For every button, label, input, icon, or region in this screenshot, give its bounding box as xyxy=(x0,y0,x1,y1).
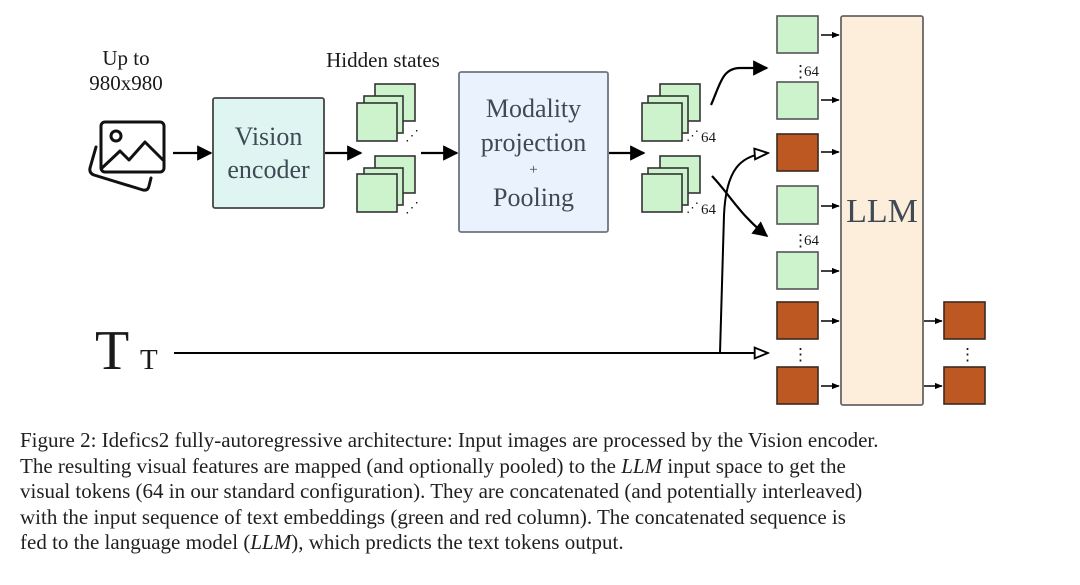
caption-line-4: with the input sequence of text embeddin… xyxy=(20,504,846,529)
token-text-vdots: ⋮ xyxy=(792,345,809,364)
arrow-text-branch-to-token xyxy=(719,153,768,354)
llm-to-output-arrows xyxy=(924,317,943,390)
modality-projection-box: Modality projection + Pooling xyxy=(458,71,609,233)
vision-encoder-box: Vision encoder xyxy=(212,97,325,209)
input-size-label-line1: Up to xyxy=(102,46,149,70)
arrow-pooled-1-to-tokens xyxy=(709,60,769,106)
visual-token xyxy=(776,81,819,120)
text-token xyxy=(776,133,819,172)
llm-box: LLM xyxy=(840,15,924,406)
visual-token xyxy=(776,185,819,225)
output-column xyxy=(943,301,986,405)
token-group-1-count: 64 xyxy=(804,64,820,80)
modality-label-line4: Pooling xyxy=(493,183,574,212)
figure-caption: Figure 2: Idefics2 fully-autoregressive … xyxy=(20,428,1070,556)
token-group-1-vdots: ⋮ xyxy=(792,62,809,81)
caption-line-5-b: ), which predicts the text tokens output… xyxy=(291,530,624,555)
caption-math-llm-2: LLM xyxy=(250,530,292,555)
caption-line-1: Figure 2: Idefics2 fully-autoregressive … xyxy=(20,428,879,452)
token-column xyxy=(776,15,819,405)
token-group-2-count: 64 xyxy=(804,233,820,249)
pooled-stack-1-count: 64 xyxy=(701,130,717,146)
output-text-token xyxy=(943,366,986,405)
token-to-llm-arrows xyxy=(821,31,840,390)
caption-line-2: The resulting visual features are mapped… xyxy=(20,454,1070,480)
caption-line-3: visual tokens (64 in our standard config… xyxy=(20,479,863,504)
pooled-stack-2-count: 64 xyxy=(701,202,717,218)
caption-math-llm: LLM xyxy=(621,453,663,478)
output-vdots: ⋮ xyxy=(959,345,976,364)
pooled-stack-2-continuation: ⋰ xyxy=(686,200,699,215)
vision-encoder-label-line2: encoder xyxy=(227,155,310,184)
pooled-stack-1 xyxy=(641,83,701,142)
llm-label: LLM xyxy=(846,193,918,230)
caption-line-5-a: fed to the language model ( xyxy=(20,530,251,555)
caption-line-2-b: input space to get the xyxy=(662,453,846,478)
text-input-symbol-large: T xyxy=(95,320,129,382)
hidden-state-stack-2-continuation: ⋰ xyxy=(405,201,419,216)
modality-label-line2: projection xyxy=(481,128,586,157)
modality-label-line1: Modality xyxy=(486,94,581,123)
hidden-state-stack-1-continuation: ⋰ xyxy=(405,129,419,144)
hidden-states-label: Hidden states xyxy=(326,48,440,72)
vision-encoder-label-line1: Vision xyxy=(235,122,303,151)
visual-token xyxy=(776,251,819,290)
token-group-2-vdots: ⋮ xyxy=(792,231,809,250)
pooled-stack-1-continuation: ⋰ xyxy=(686,128,699,143)
visual-token xyxy=(776,15,819,54)
caption-line-5: fed to the language model (LLM), which p… xyxy=(20,530,1070,556)
output-text-token xyxy=(943,301,986,340)
input-size-label-line2: 980x980 xyxy=(89,71,163,95)
hidden-state-stack-1 xyxy=(356,83,416,142)
architecture-diagram: Up to 980x980 Vision encoder Hidden stat… xyxy=(88,15,986,406)
hidden-state-stack-2 xyxy=(356,155,416,213)
text-token xyxy=(776,301,819,340)
text-token xyxy=(776,366,819,405)
image-icon xyxy=(88,120,166,192)
pooled-stack-2 xyxy=(641,155,701,213)
text-input-symbol-small: T xyxy=(140,344,158,376)
modality-label-plus: + xyxy=(529,162,537,178)
arrow-pooled-2-to-tokens xyxy=(711,175,769,237)
caption-line-2-a: The resulting visual features are mapped… xyxy=(20,453,622,478)
